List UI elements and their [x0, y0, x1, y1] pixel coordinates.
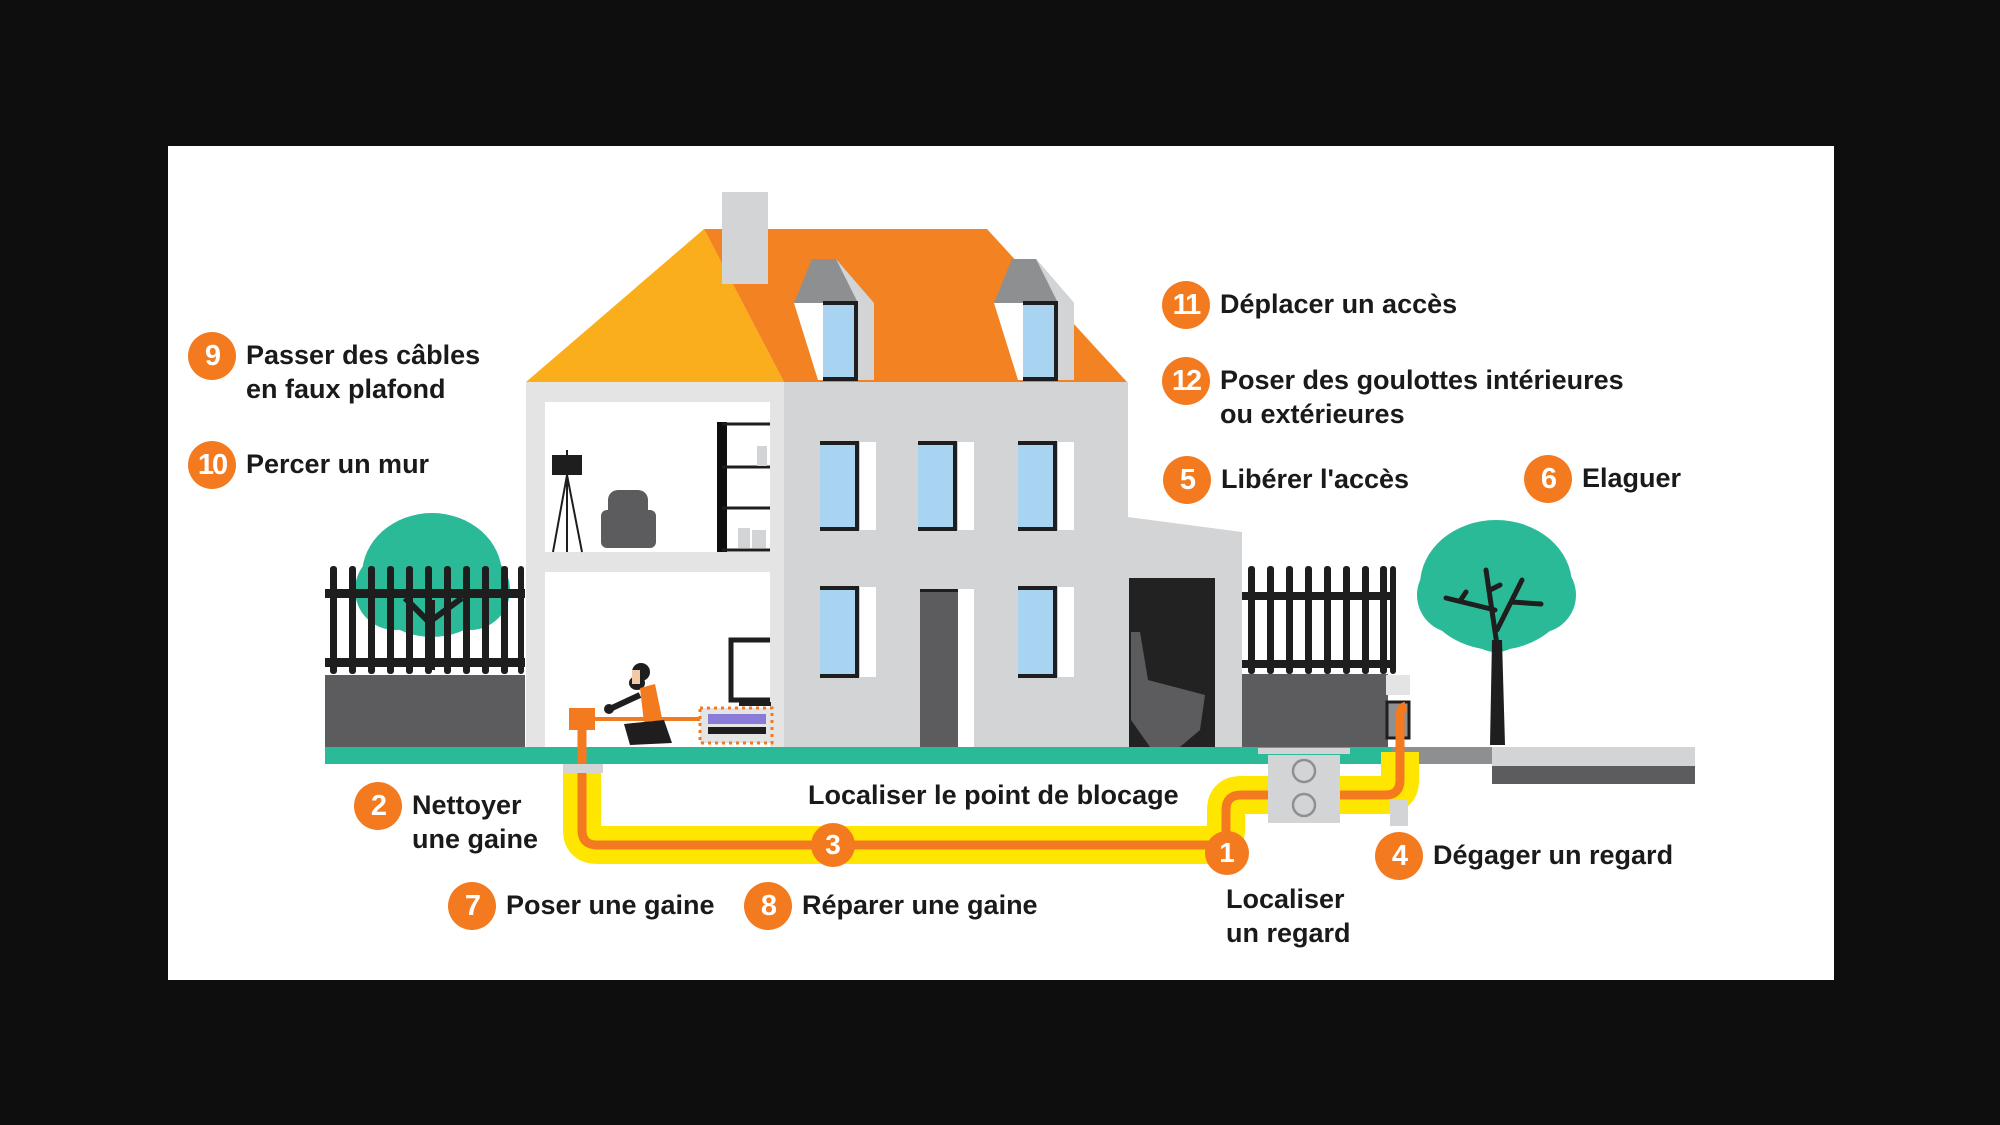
label-text: Réparer une gaine [802, 890, 1038, 920]
right-tree [1417, 520, 1576, 745]
label-text: Libérer l'accès [1221, 464, 1410, 494]
label-text: un regard [1226, 918, 1351, 948]
label-locate-blockage: Localiser le point de blocage [808, 780, 1179, 810]
label-text: Passer des câbles [246, 340, 481, 370]
dormer-right [994, 259, 1074, 381]
label-ceiling-cables: 9 Passer des câbles en faux plafond [188, 332, 480, 406]
label-drill-wall: 10 Percer un mur [188, 441, 429, 489]
step-9-badge: 9 [188, 332, 236, 380]
label-text: une gaine [412, 824, 539, 854]
front-door [920, 589, 974, 747]
upper-room [545, 402, 770, 552]
left-fence [325, 566, 525, 747]
right-fence [1242, 566, 1396, 747]
label-move-access: 11 Déplacer un accès [1162, 281, 1457, 329]
front-windows [820, 441, 1074, 678]
sidewalk [1492, 747, 1695, 766]
technician [569, 663, 700, 745]
label-prune: 6 Elaguer [1524, 455, 1681, 503]
label-text: ou extérieures [1220, 399, 1405, 429]
step-6-badge: 6 [1524, 455, 1572, 503]
armchair [601, 490, 656, 548]
floor-lamp [552, 450, 583, 553]
manhole [1258, 748, 1408, 826]
step-5-badge: 5 [1163, 456, 1211, 504]
step-8-badge: 8 [744, 882, 792, 930]
step-1-badge: 1 [1205, 831, 1249, 875]
ground [325, 747, 1392, 764]
label-locate-manhole: Localiser un regard [1226, 882, 1351, 950]
label-text: Elaguer [1582, 463, 1682, 493]
label-clear-manhole: 4 Dégager un regard [1375, 832, 1673, 880]
step-4-badge: 4 [1375, 832, 1423, 880]
label-text: Poser des goulottes intérieures [1220, 365, 1624, 395]
label-free-access: 5 Libérer l'accès [1163, 456, 1409, 504]
label-text: Poser une gaine [506, 890, 715, 920]
dormer-left [794, 259, 874, 381]
label-trunking: 12 Poser des goulottes intérieures ou ext… [1162, 357, 1624, 431]
roof-side [526, 229, 784, 382]
step-11-badge: 11 [1162, 281, 1210, 329]
step-12-badge: 12 [1162, 357, 1210, 405]
bookshelf [717, 422, 770, 552]
step-10-badge: 10 [188, 441, 236, 489]
label-text: Nettoyer [412, 790, 522, 820]
internet-box [698, 706, 774, 745]
label-text: Dégager un regard [1433, 840, 1674, 870]
label-clean-duct: 2 Nettoyer une gaine [354, 782, 538, 856]
step-7-badge: 7 [448, 882, 496, 930]
label-text: en faux plafond [246, 374, 446, 404]
car [1131, 632, 1205, 747]
label-text: Déplacer un accès [1220, 289, 1458, 319]
step-2-badge: 2 [354, 782, 402, 830]
road [1492, 766, 1695, 784]
tv [728, 637, 771, 706]
label-lay-duct: 7 Poser une gaine [448, 882, 715, 930]
underground-duct [563, 701, 1419, 864]
label-text: Percer un mur [246, 449, 430, 479]
step-3-badge: 3 [811, 823, 855, 867]
label-repair-duct: 8 Réparer une gaine [744, 882, 1038, 930]
label-text: Localiser [1226, 884, 1345, 914]
